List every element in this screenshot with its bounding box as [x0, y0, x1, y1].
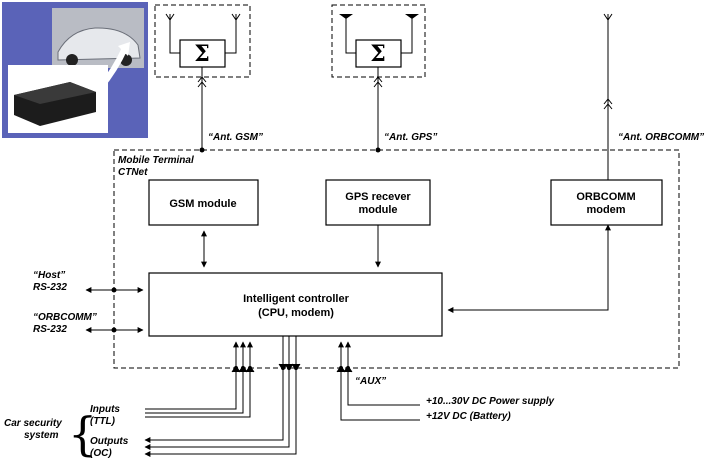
orbcomm-modem-label-2: modem: [586, 204, 625, 216]
orbcomm-rs-label-1: “ORBCOMM”: [33, 312, 97, 323]
orbcomm-antenna-group: [603, 13, 613, 180]
gsm-sigma: Σ: [194, 41, 210, 67]
gps-sigma: Σ: [370, 41, 386, 67]
host-label-1: “Host”: [33, 270, 65, 281]
terminal-subtitle: CTNet: [118, 167, 148, 178]
controller-label-1: Intelligent controller: [243, 293, 349, 305]
gsm-combiner-box: [179, 39, 226, 68]
antenna-icon: [231, 13, 241, 21]
patch-antenna-icon: [405, 14, 419, 19]
gps-module-label-1: GPS recever: [345, 191, 411, 203]
gps-module-label-2: module: [358, 204, 397, 216]
connector-icon: [197, 76, 207, 88]
gsm-antenna-frame: [154, 4, 251, 78]
controller-label-2: (CPU, modem): [258, 307, 334, 319]
host-label-2: RS-232: [33, 282, 67, 293]
device-photo: [2, 2, 148, 138]
brace-symbol: {: [68, 407, 97, 461]
car-security-label-2: system: [24, 430, 59, 441]
connector-icon: [603, 98, 613, 110]
terminal-title: Mobile Terminal: [118, 155, 194, 166]
power-supply-label: +10...30V DC Power supply: [426, 396, 555, 407]
inputs-label-1: Inputs: [90, 404, 120, 415]
gsm-antenna-group: Σ: [154, 4, 251, 150]
ant-gps-label: “Ant. GPS”: [384, 132, 437, 143]
outputs-label-2: (OC): [90, 448, 112, 459]
power-lines: [336, 341, 420, 421]
aux-label: “AUX”: [355, 376, 386, 387]
gps-antenna-group: Σ: [331, 4, 426, 150]
car-security-label-1: Car security: [4, 418, 62, 429]
controller-box: [148, 272, 443, 337]
inputs-lines: [145, 341, 255, 418]
mobile-terminal-frame: [113, 149, 680, 369]
connector-icon: [373, 76, 383, 88]
gsm-module-label: GSM module: [169, 198, 236, 210]
antenna-icon: [603, 13, 613, 21]
inputs-label-2: (TTL): [90, 416, 116, 427]
gsm-module-box: [148, 179, 259, 226]
ant-gsm-label: “Ant. GSM”: [208, 132, 263, 143]
ant-orbcomm-label: “Ant. ORBCOMM”: [618, 132, 704, 143]
orbcomm-modem-label-1: ORBCOMM: [576, 191, 635, 203]
antenna-icon: [165, 13, 175, 21]
battery-label: +12V DC (Battery): [426, 411, 511, 422]
outputs-label-1: Outputs: [90, 436, 129, 447]
outputs-lines: [144, 336, 301, 457]
orbcomm-rs-label-2: RS-232: [33, 324, 67, 335]
patch-antenna-icon: [339, 14, 353, 19]
